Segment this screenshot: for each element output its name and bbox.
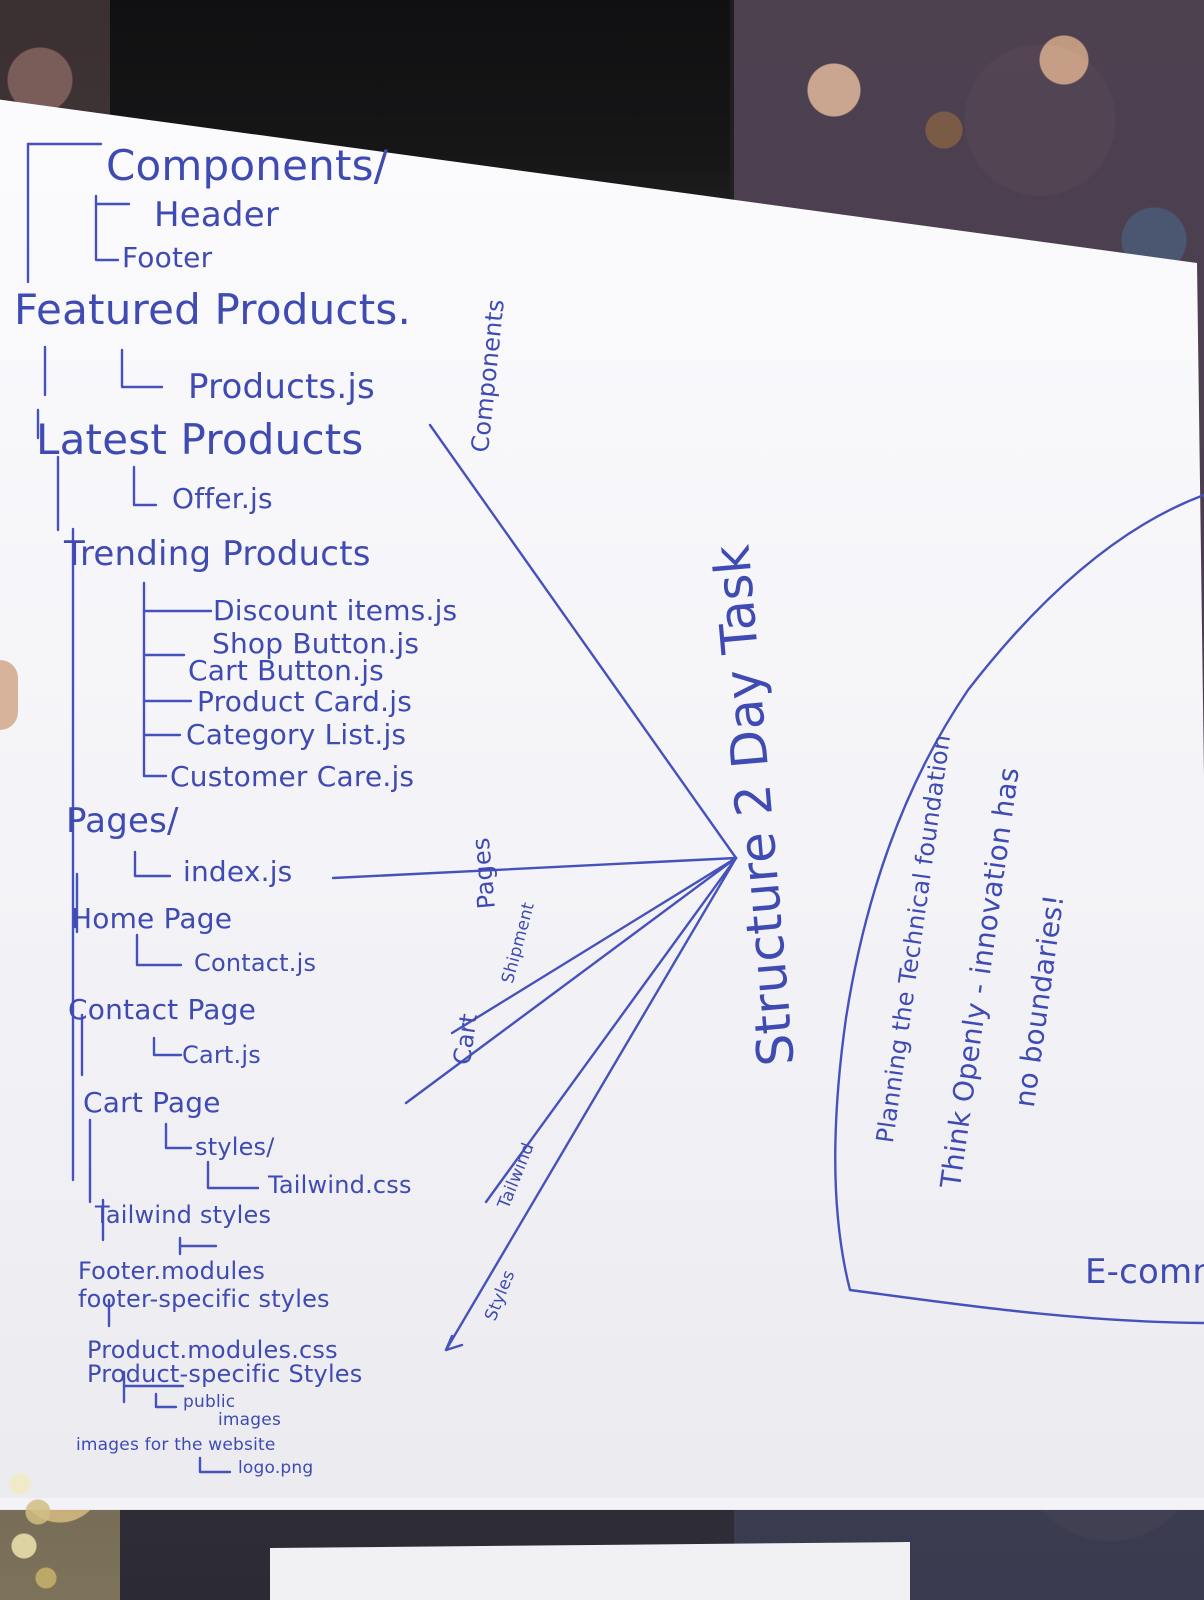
tree-styles-folder: styles/ bbox=[195, 1133, 275, 1161]
tree-line-cart-js bbox=[152, 1036, 183, 1057]
paper-sheet bbox=[0, 98, 1204, 1510]
tree-product-modules-css: Product.modules.css bbox=[87, 1336, 338, 1364]
tree-cart-button: Cart Button.js bbox=[188, 654, 384, 687]
tree-category-list: Category List.js bbox=[186, 718, 407, 751]
tree-footer: Footer bbox=[122, 241, 213, 274]
tree-discount-items: Discount items.js bbox=[213, 594, 458, 627]
branch-line-shipment bbox=[450, 856, 738, 1035]
tree-featured-products: Featured Products. bbox=[14, 285, 412, 334]
tree-product-specific-styles: Product-specific Styles bbox=[87, 1360, 363, 1388]
arrow-head-styles bbox=[444, 1334, 464, 1352]
tree-offer-js: Offer.js bbox=[172, 482, 273, 515]
tree-images-for-website: images for the website bbox=[76, 1435, 276, 1455]
tree-line-header-footer bbox=[94, 194, 120, 262]
tree-line-tailwind-css bbox=[206, 1160, 260, 1190]
tree-line-products bbox=[120, 348, 164, 389]
tree-line-logo bbox=[198, 1456, 232, 1474]
tree-components: Components/ bbox=[106, 141, 389, 190]
tree-footer-modules: Footer.modules bbox=[78, 1257, 266, 1285]
tree-footer-specific-styles: footer-specific styles bbox=[78, 1285, 330, 1313]
branch-line-styles bbox=[444, 856, 738, 1352]
tree-products-js: Products.js bbox=[188, 367, 375, 407]
tree-trending-products: Trending Products bbox=[64, 534, 371, 574]
finger bbox=[0, 660, 18, 730]
tree-images: images bbox=[218, 1410, 282, 1430]
tree-latest-products: Latest Products bbox=[36, 415, 364, 464]
branch-line-cart bbox=[404, 856, 738, 1105]
tree-tailwind-css: Tailwind.css bbox=[268, 1171, 412, 1199]
branch-line-pages bbox=[331, 856, 738, 880]
tree-cart-js: Cart.js bbox=[182, 1041, 261, 1069]
tree-pages: Pages/ bbox=[66, 801, 179, 841]
branch-line-tailwind bbox=[484, 856, 738, 1204]
branch-label-cart: Cart bbox=[448, 1011, 483, 1067]
tree-customer-care: Customer Care.js bbox=[170, 760, 415, 793]
tree-line-index bbox=[133, 850, 172, 878]
tree-logo-png: logo.png bbox=[238, 1458, 314, 1478]
circle-line-ecommerce-furniture: E-commerce Furniture bbox=[1085, 1252, 1204, 1292]
jewelry bbox=[0, 1460, 70, 1600]
tree-shop-button: Shop Button.js bbox=[212, 627, 420, 660]
tree-line-offer bbox=[132, 465, 158, 507]
branch-line-components bbox=[428, 423, 738, 860]
branch-label-pages: Pages bbox=[466, 836, 501, 911]
tree-contact-page: Contact Page bbox=[68, 993, 257, 1026]
tree-public: public bbox=[183, 1392, 236, 1412]
tree-line-contact-js bbox=[135, 933, 183, 967]
tree-cart-page: Cart Page bbox=[83, 1086, 221, 1119]
tree-header: Header bbox=[154, 195, 279, 235]
tree-home-page: Home Page bbox=[71, 902, 233, 935]
goal-semicircle bbox=[834, 493, 1204, 1325]
bottom-paper-strip bbox=[270, 1542, 910, 1600]
tree-product-card: Product Card.js bbox=[197, 685, 412, 718]
tree-line-images bbox=[154, 1392, 178, 1409]
tree-line-styles bbox=[164, 1122, 193, 1150]
tree-contact-js: Contact.js bbox=[194, 949, 317, 977]
tree-tailwind-styles: Tailwind styles bbox=[95, 1201, 272, 1229]
tree-index-js: index.js bbox=[183, 855, 293, 888]
